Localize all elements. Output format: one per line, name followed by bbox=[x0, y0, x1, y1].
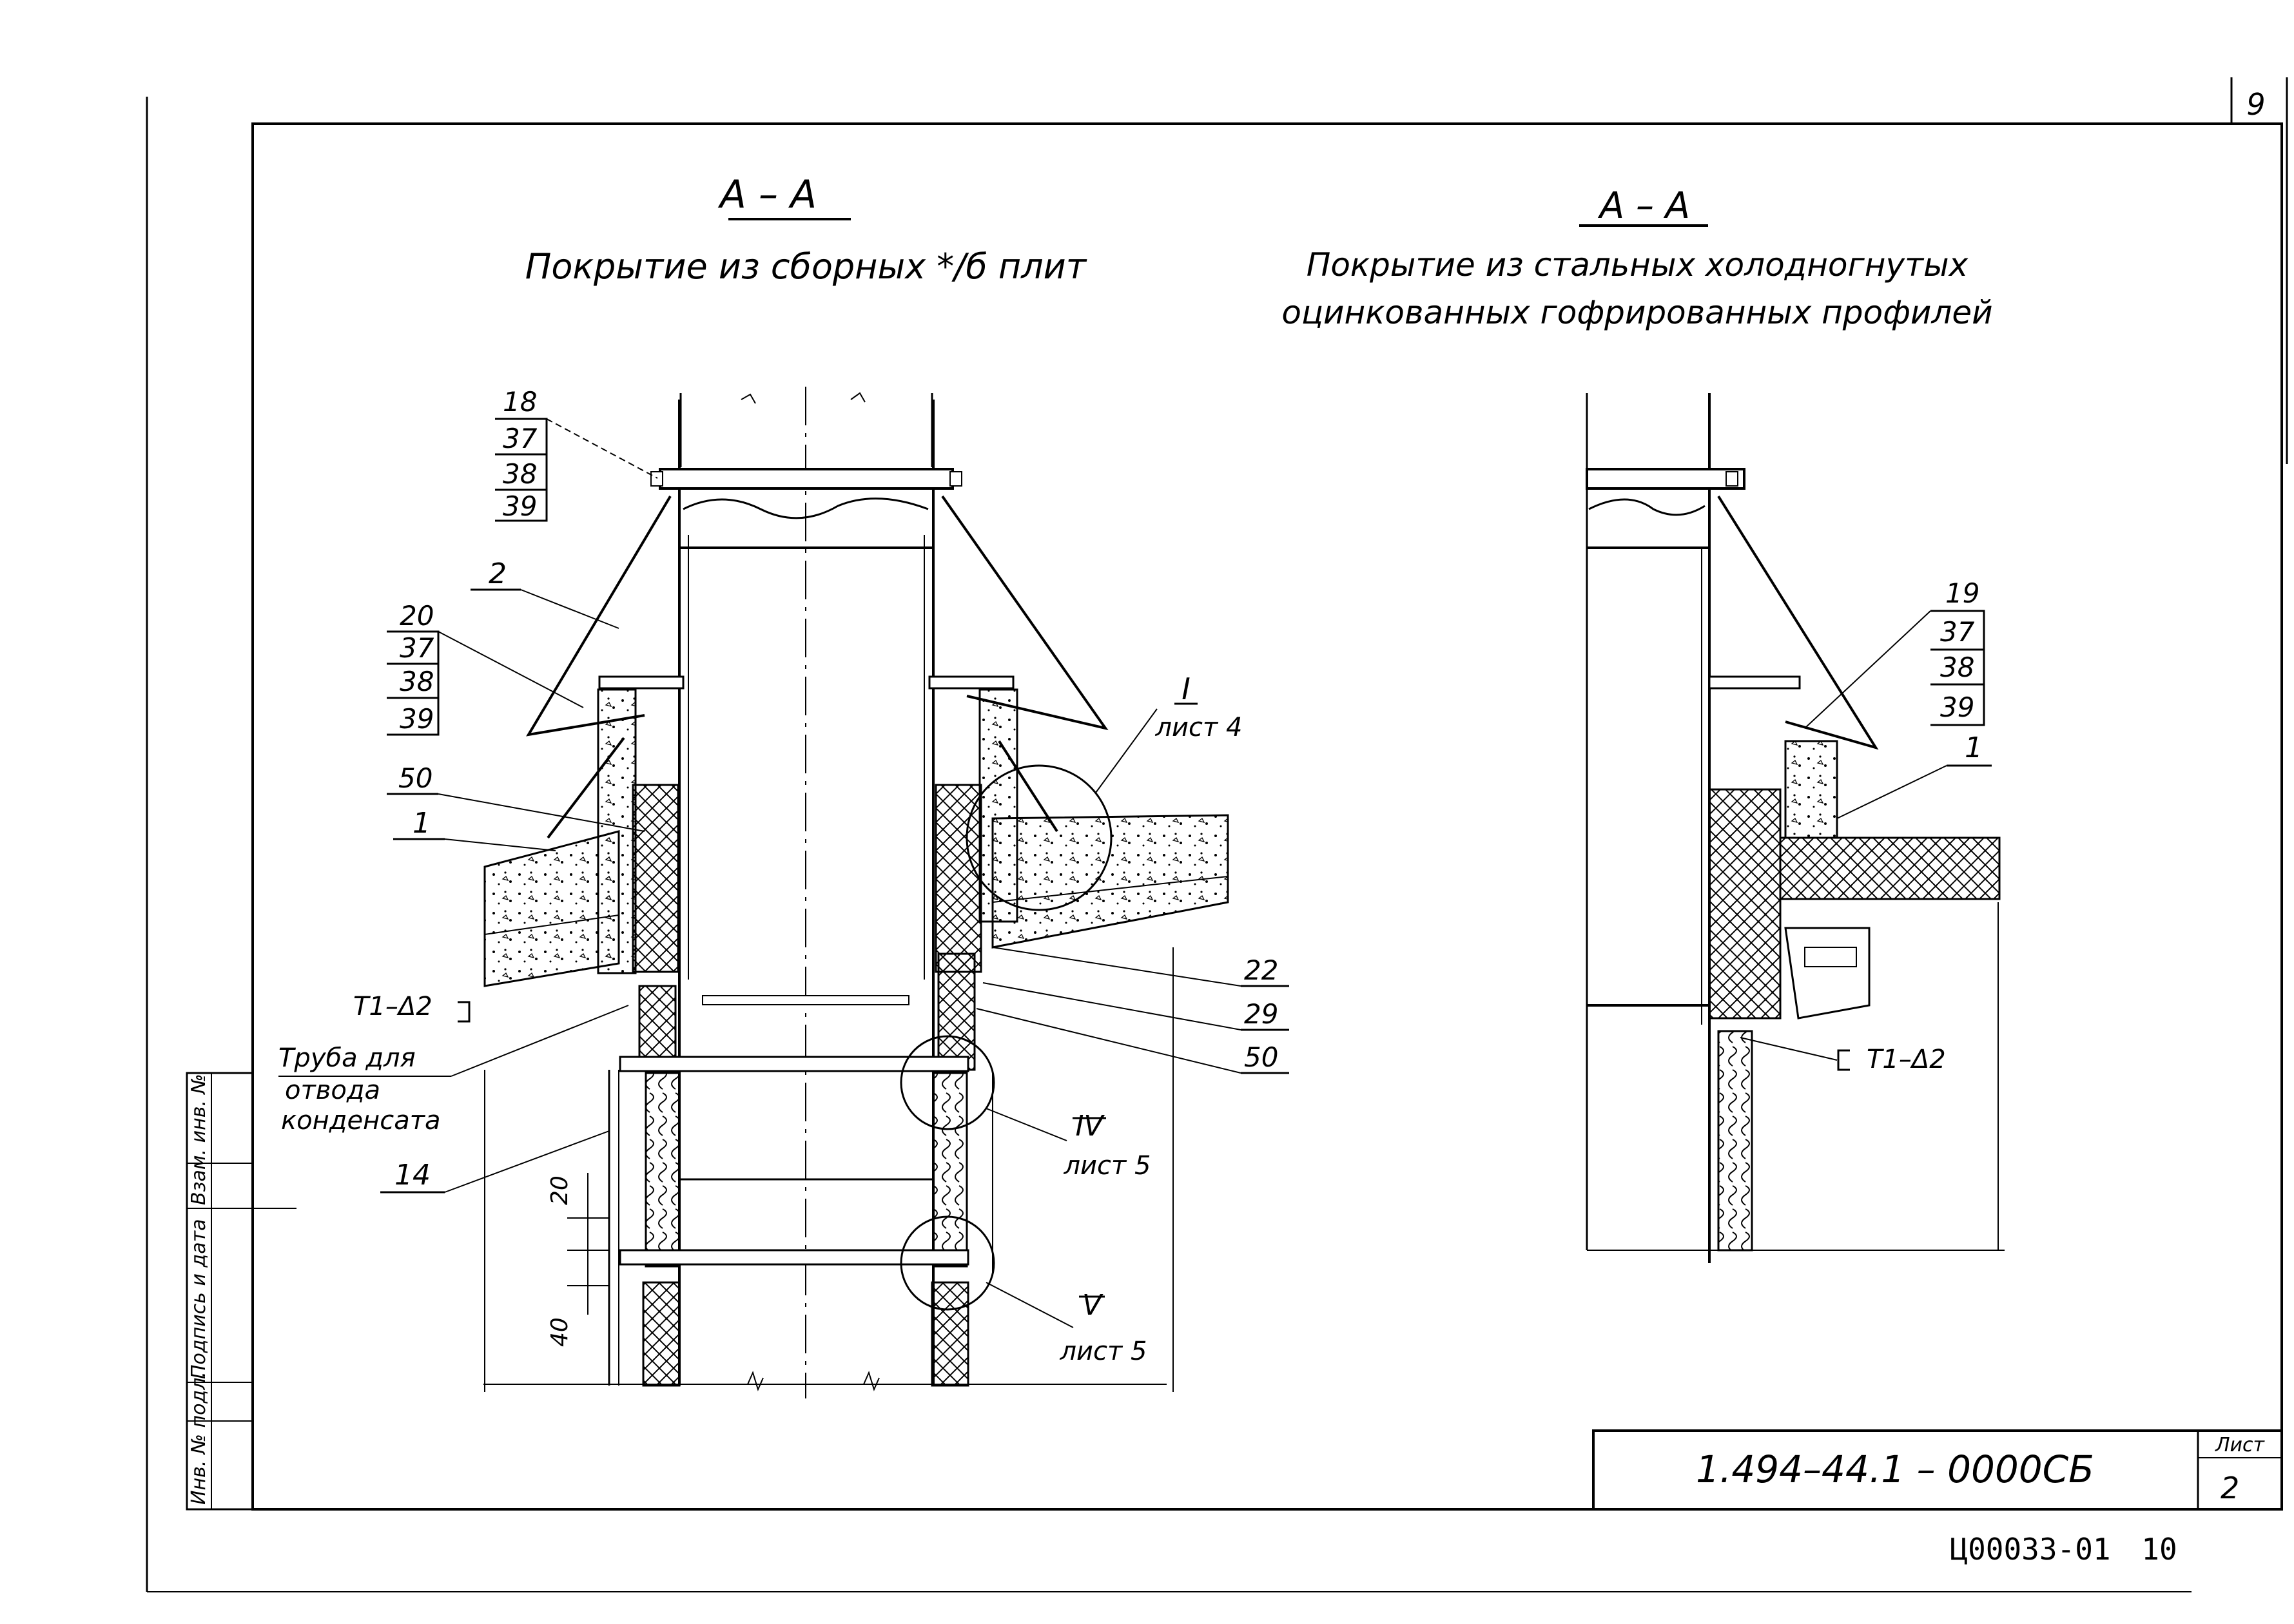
detail-V-mark: V bbox=[1082, 1289, 1103, 1322]
callout-39b: 39 bbox=[400, 703, 434, 735]
detail-IV-mark: IV bbox=[1075, 1110, 1105, 1143]
sheet-label: Лист bbox=[2215, 1434, 2266, 1456]
archive-code: Ц00033-01 bbox=[1950, 1532, 2110, 1567]
detail-I-sheet: лист 4 bbox=[1154, 713, 1242, 742]
callout-2: 2 bbox=[489, 557, 507, 590]
t1-mark-right: Т1–Δ2 bbox=[1867, 1045, 1946, 1074]
sheet-frame bbox=[146, 77, 2288, 1592]
drain-pipe-line2: отвода bbox=[285, 1076, 380, 1105]
callout-37b: 37 bbox=[400, 632, 434, 664]
drain-pipe-line1: Труба для bbox=[278, 1043, 416, 1073]
callout-20: 20 bbox=[400, 600, 434, 632]
detail-V-sheet: лист 5 bbox=[1059, 1337, 1147, 1366]
stamp-signature-date: Подпись и дата bbox=[188, 1219, 210, 1380]
stamp-inv-number: Инв. № подл. bbox=[188, 1371, 210, 1505]
right-callout-38: 38 bbox=[1940, 652, 1974, 683]
right-section-label: А – А bbox=[1598, 185, 1690, 227]
title-block: 1.494–44.1 – 0000СБ Лист 2 bbox=[1592, 1429, 2283, 1511]
page-number: 9 bbox=[2246, 87, 2265, 122]
callout-22: 22 bbox=[1244, 954, 1278, 986]
drawing-designation: 1.494–44.1 – 0000СБ bbox=[1696, 1447, 2094, 1491]
callout-39a: 39 bbox=[503, 490, 537, 522]
right-callout-stack: 19 37 38 39 bbox=[1804, 577, 1985, 729]
dim-20: 20 bbox=[547, 1175, 573, 1205]
callout-stack-top: 18 37 38 39 bbox=[495, 386, 658, 522]
detail-I-mark: I bbox=[1181, 672, 1191, 706]
right-callout-19: 19 bbox=[1945, 577, 1979, 609]
callout-14: 14 bbox=[394, 1159, 431, 1192]
callout-50b: 50 bbox=[1244, 1041, 1278, 1073]
left-section-view: А – А Покрытие из сборных */б плит bbox=[278, 172, 1289, 1398]
detail-IV-sheet: лист 5 bbox=[1063, 1151, 1151, 1181]
archive-page: 10 bbox=[2141, 1532, 2177, 1567]
right-callout-1: 1 bbox=[1965, 731, 1983, 764]
callout-1: 1 bbox=[413, 807, 431, 840]
callout-37a: 37 bbox=[503, 423, 538, 454]
right-subtitle-line1: Покрытие из стальных холодногнутых bbox=[1307, 246, 1968, 284]
callout-29: 29 bbox=[1244, 998, 1278, 1030]
right-callout-39: 39 bbox=[1940, 691, 1974, 723]
callout-50a: 50 bbox=[398, 762, 433, 794]
callout-stack-mid: 20 37 38 39 bbox=[387, 600, 584, 736]
left-section-label: А – А bbox=[717, 172, 817, 217]
stamp-replaced-inv: Взам. инв. № bbox=[188, 1074, 210, 1205]
t1-mark-left: Т1–Δ2 bbox=[353, 992, 433, 1021]
sheet-number: 2 bbox=[2221, 1471, 2239, 1505]
left-subtitle: Покрытие из сборных */б плит bbox=[525, 246, 1087, 287]
right-callout-37: 37 bbox=[1940, 616, 1975, 648]
callout-38a: 38 bbox=[503, 458, 537, 490]
side-stamp: Инв. № подл. Подпись и дата Взам. инв. № bbox=[186, 1072, 296, 1511]
drain-pipe-line3: конденсата bbox=[281, 1106, 441, 1136]
right-subtitle-line2: оцинкованных гофрированных профилей bbox=[1281, 294, 1992, 331]
dim-40: 40 bbox=[547, 1317, 573, 1347]
right-section-view: А – А Покрытие из стальных холодногнутых… bbox=[1281, 185, 2005, 1263]
callout-18: 18 bbox=[503, 386, 537, 418]
callout-38b: 38 bbox=[400, 666, 434, 697]
